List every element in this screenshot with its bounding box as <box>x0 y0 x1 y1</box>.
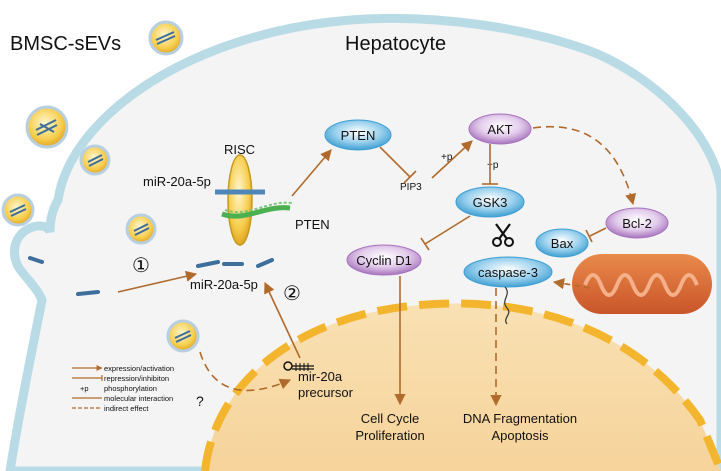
mir-20a-5p-risc-label: miR-20a-5p <box>143 174 211 189</box>
mirna-fragments-middle <box>196 258 274 268</box>
cell-cycle-label: Cell Cycle <box>361 411 420 426</box>
legend-item-molecular-interaction: molecular interaction <box>72 394 173 403</box>
dna-strand <box>504 286 510 325</box>
phosphorylation-akt-label: +p <box>441 152 453 163</box>
legend-item-expression: expression/activation <box>72 364 174 373</box>
svg-text:repression/inhibiton: repression/inhibiton <box>104 374 169 383</box>
legend: expression/activation repression/inhibit… <box>72 364 174 413</box>
vesicle-2 <box>79 144 111 176</box>
title-bmsc-sevs: BMSC-sEVs <box>10 33 121 55</box>
step-2-marker: ② <box>283 283 301 305</box>
svg-text:caspase-3: caspase-3 <box>478 265 538 280</box>
svg-text:+p: +p <box>80 384 89 393</box>
pten-node: PTEN <box>324 119 392 151</box>
risc-complex <box>215 154 293 246</box>
pip3-label: PIP3 <box>400 182 422 193</box>
svg-text:molecular interaction: molecular interaction <box>104 394 173 403</box>
question-mark: ? <box>196 393 204 409</box>
mir-20a-5p-label: miR-20a-5p <box>190 277 258 292</box>
svg-text:AKT: AKT <box>487 122 512 137</box>
vesicle-1 <box>25 105 69 149</box>
svg-text:Bcl-2: Bcl-2 <box>622 216 652 231</box>
vesicle-5 <box>166 319 200 353</box>
akt-node: AKT <box>468 113 532 145</box>
phosphorylation-gsk3-label: +p <box>487 160 499 171</box>
title-hepatocyte: Hepatocyte <box>345 33 446 55</box>
mitochondrion <box>572 254 712 314</box>
svg-text:PTEN: PTEN <box>341 128 376 143</box>
bcl2-node: Bcl-2 <box>605 207 669 239</box>
gsk3-node: GSK3 <box>455 186 525 218</box>
pathway-arrows <box>117 126 637 407</box>
vesicle-3 <box>1 193 35 227</box>
svg-text:expression/activation: expression/activation <box>104 364 174 373</box>
mirna-fragment-left <box>28 256 100 296</box>
proliferation-label: Proliferation <box>355 428 424 443</box>
legend-item-indirect-effect: indirect effect <box>72 404 149 413</box>
svg-text:Bax: Bax <box>551 236 574 251</box>
bax-node: Bax <box>535 228 589 258</box>
svg-text:GSK3: GSK3 <box>473 195 508 210</box>
legend-item-phosphorylation: +p phosphorylation <box>80 384 157 393</box>
risc-label: RISC <box>224 142 255 157</box>
svg-text:phosphorylation: phosphorylation <box>104 384 157 393</box>
dna-fragmentation-label: DNA Fragmentation <box>463 411 577 426</box>
pten-target-label: PTEN <box>295 217 330 232</box>
mir-20a-label: mir-20a <box>298 369 343 384</box>
vesicle-4 <box>125 213 157 245</box>
precursor-label: precursor <box>298 385 354 400</box>
svg-text:Cyclin D1: Cyclin D1 <box>356 253 412 268</box>
legend-item-repression: repression/inhibiton <box>72 374 169 383</box>
caspase-3-node: caspase-3 <box>463 256 553 288</box>
hairpin-icon <box>283 361 314 371</box>
cyclin-d1-node: Cyclin D1 <box>346 244 422 276</box>
step-1-marker: ① <box>132 255 150 277</box>
svg-text:indirect effect: indirect effect <box>104 404 149 413</box>
vesicle-title <box>148 20 184 56</box>
apoptosis-label: Apoptosis <box>491 428 549 443</box>
scissors-icon <box>492 223 514 247</box>
